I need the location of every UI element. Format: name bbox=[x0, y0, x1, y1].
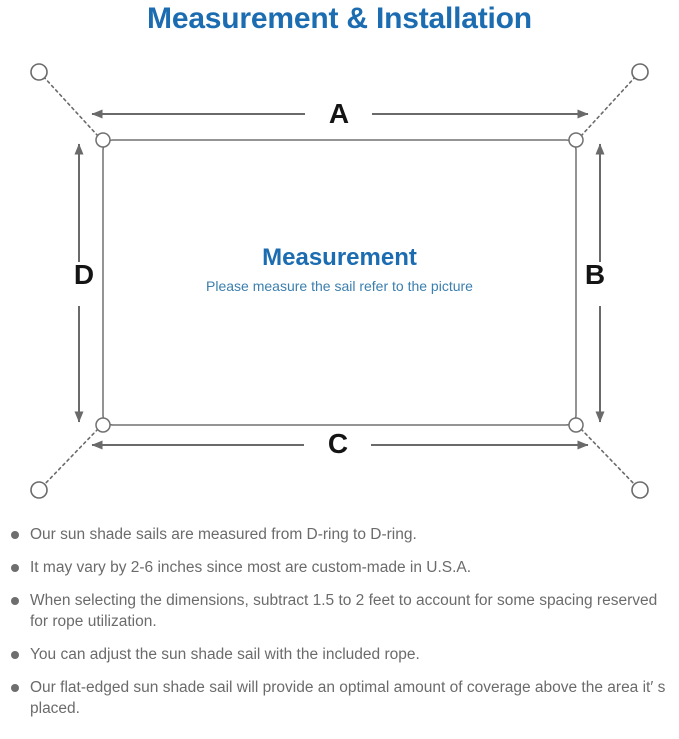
bullet-icon bbox=[11, 531, 19, 539]
note-text: You can adjust the sun shade sail with t… bbox=[30, 646, 420, 663]
d-ring-bottom-right bbox=[568, 417, 584, 433]
list-item: When selecting the dimensions, subtract … bbox=[0, 590, 679, 632]
measurement-subtitle: Please measure the sail refer to the pic… bbox=[206, 278, 473, 294]
rope-line-bottom-left bbox=[41, 428, 99, 488]
rope-line-top-right bbox=[580, 74, 638, 137]
note-text: Our flat-edged sun shade sail will provi… bbox=[30, 679, 666, 717]
bullet-icon bbox=[11, 564, 19, 572]
sail-body bbox=[102, 139, 577, 426]
note-text: When selecting the dimensions, subtract … bbox=[30, 592, 658, 630]
list-item: Our sun shade sails are measured from D-… bbox=[0, 524, 679, 545]
bullet-icon bbox=[11, 684, 19, 692]
note-text: Our sun shade sails are measured from D-… bbox=[30, 526, 417, 543]
dimension-label-b: B bbox=[584, 259, 606, 290]
dimension-label-c: C bbox=[327, 428, 349, 459]
d-ring-top-left bbox=[95, 132, 111, 148]
list-item: Our flat-edged sun shade sail will provi… bbox=[0, 677, 679, 719]
d-ring-top-right bbox=[568, 132, 584, 148]
list-item: You can adjust the sun shade sail with t… bbox=[0, 644, 679, 665]
dimension-label-d: D bbox=[73, 259, 95, 290]
notes-list: Our sun shade sails are measured from D-… bbox=[0, 524, 679, 731]
anchor-ring-top-left bbox=[30, 63, 48, 81]
list-item: It may vary by 2-6 inches since most are… bbox=[0, 557, 679, 578]
bullet-icon bbox=[11, 651, 19, 659]
d-ring-bottom-left bbox=[95, 417, 111, 433]
sail-measurement-diagram bbox=[0, 44, 679, 514]
measurement-heading: Measurement bbox=[262, 244, 417, 271]
rope-line-bottom-right bbox=[580, 428, 638, 488]
anchor-ring-bottom-left bbox=[30, 481, 48, 499]
note-text: It may vary by 2-6 inches since most are… bbox=[30, 559, 472, 576]
dimension-label-a: A bbox=[328, 98, 350, 129]
rope-line-top-left bbox=[41, 74, 99, 137]
page-title: Measurement & Installation bbox=[147, 2, 532, 35]
diagram-canvas bbox=[30, 63, 649, 499]
anchor-ring-bottom-right bbox=[631, 481, 649, 499]
anchor-ring-top-right bbox=[631, 63, 649, 81]
bullet-icon bbox=[11, 597, 19, 605]
